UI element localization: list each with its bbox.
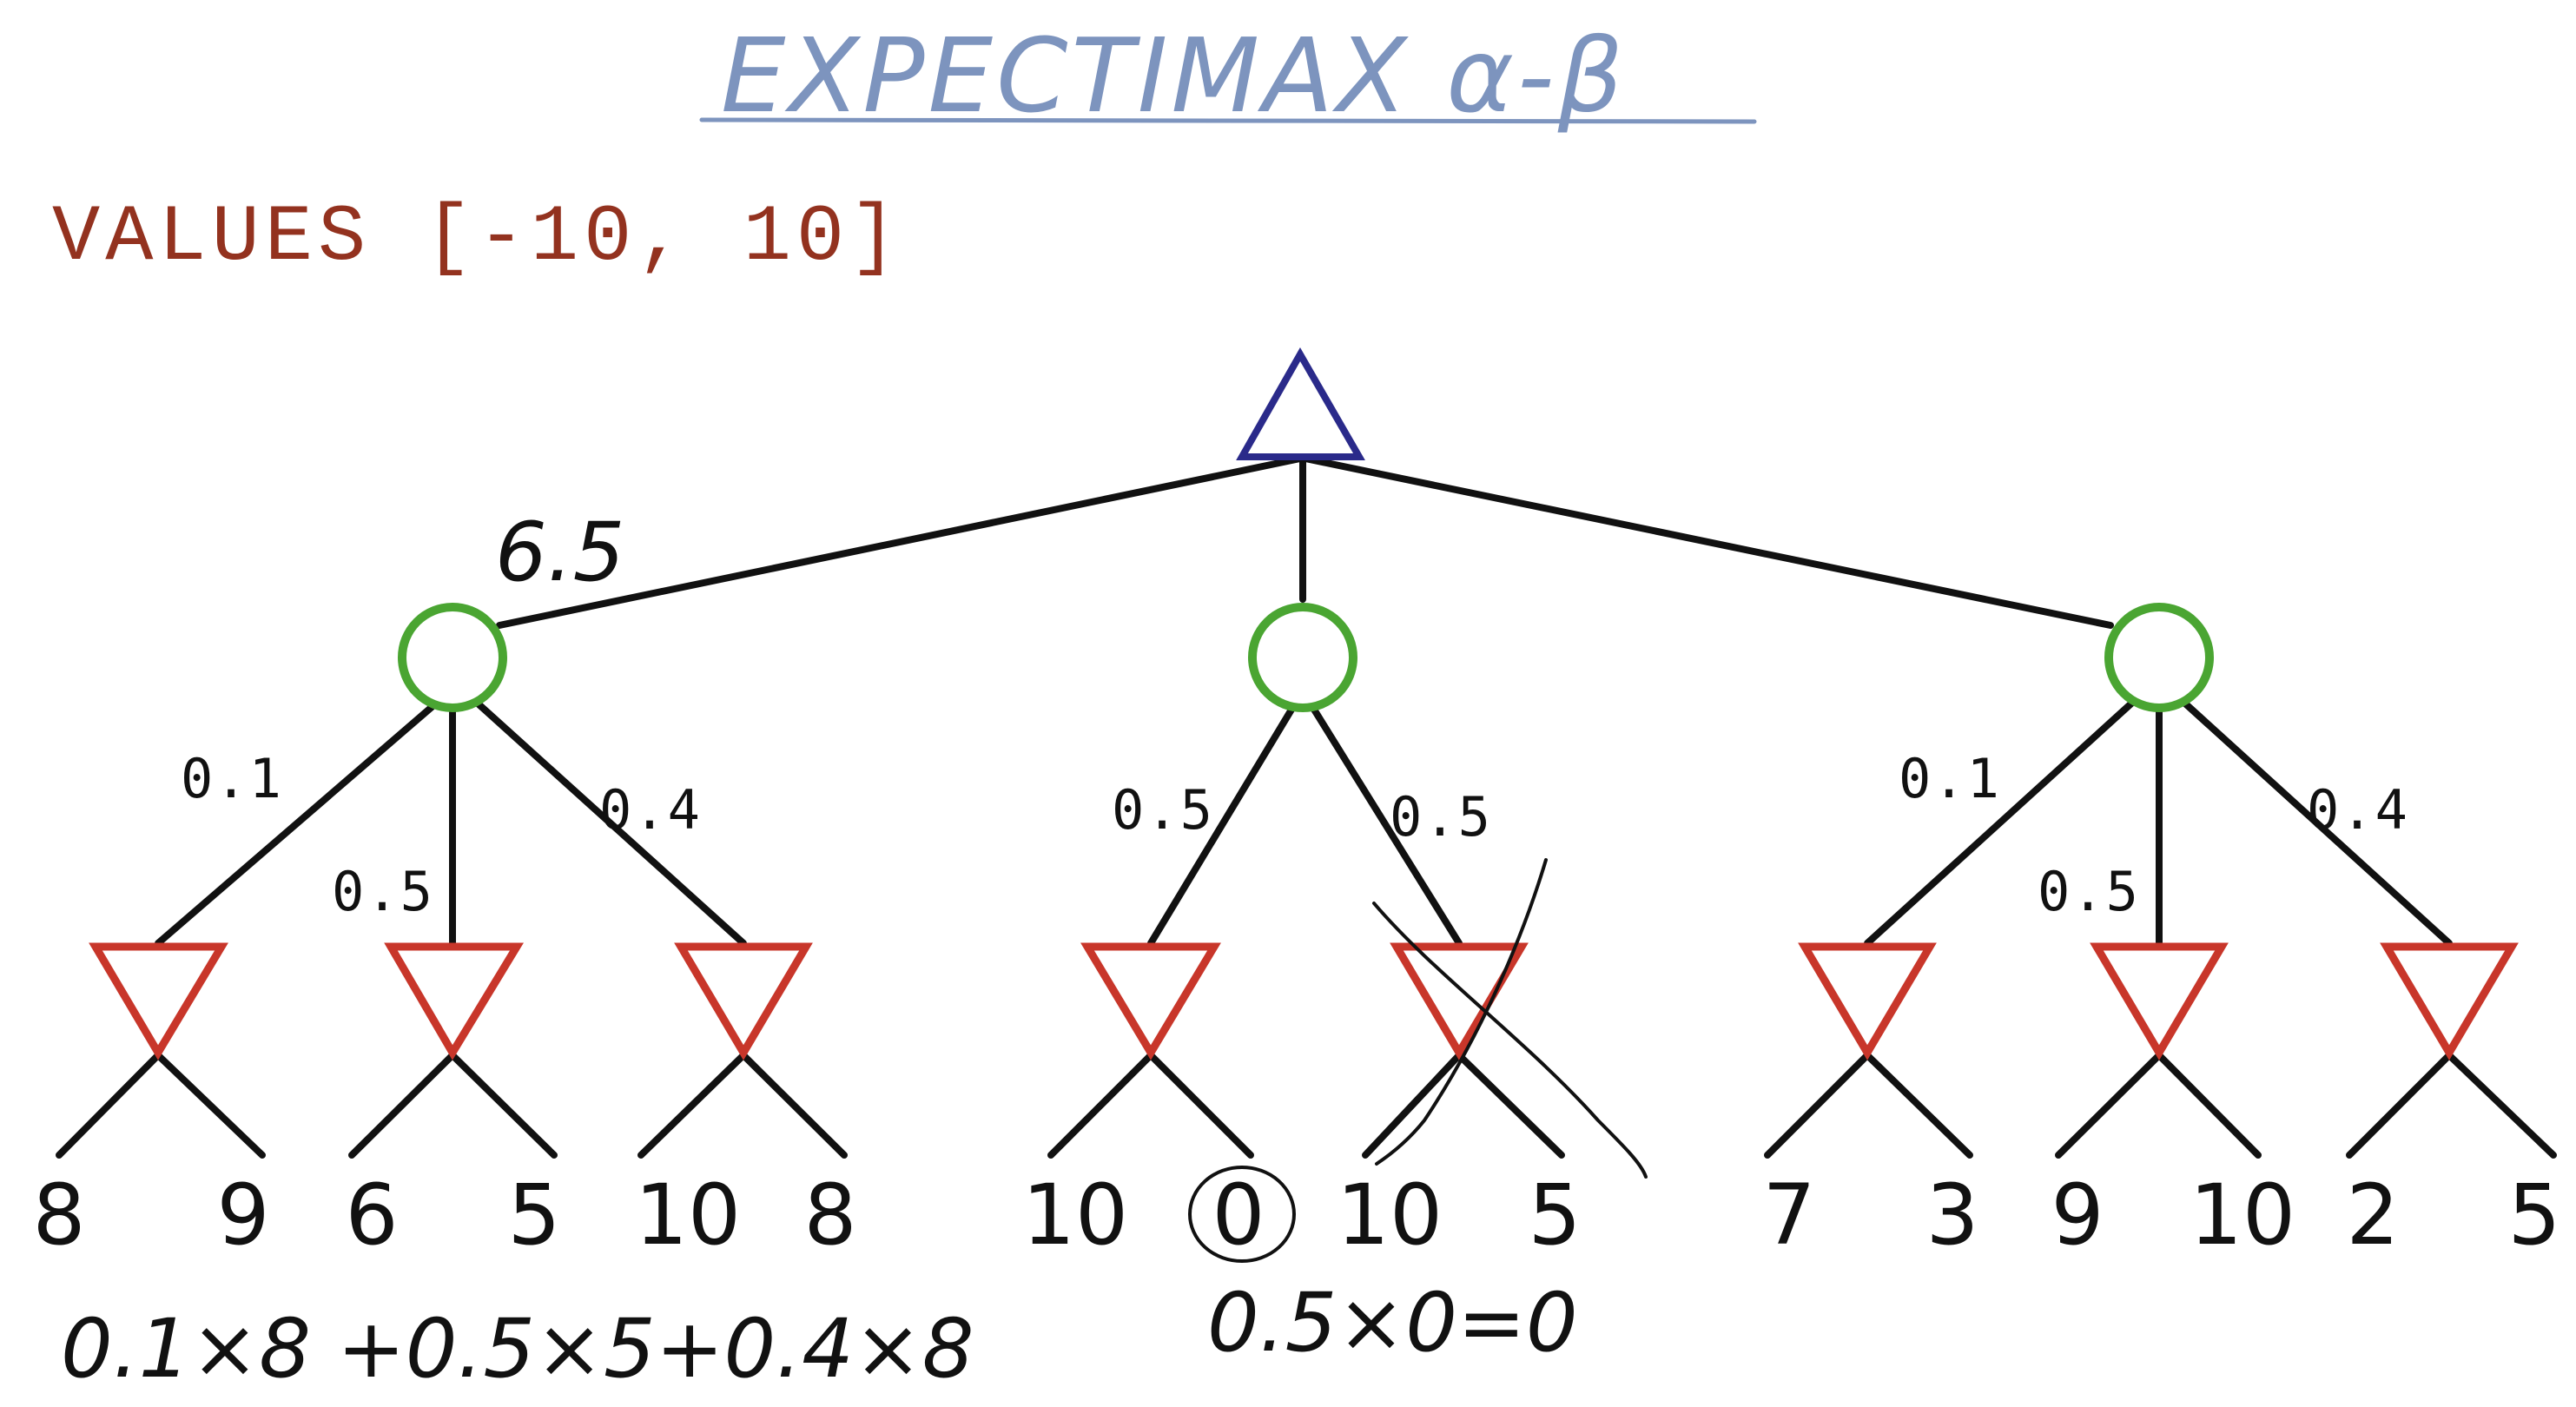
min-node-7 xyxy=(2090,942,2229,1060)
middle-calculation: 0.5×0=0 xyxy=(1207,1276,1578,1371)
edge-min7-leaf1 xyxy=(2055,1052,2163,1159)
chance-node-3 xyxy=(2104,603,2214,712)
edge-root-chance-1 xyxy=(496,455,1304,629)
edge-chance1-min1 xyxy=(155,683,459,947)
edge-min2-leaf2 xyxy=(449,1052,558,1159)
leaf-value-circled: 0 xyxy=(1212,1166,1265,1264)
min-node-6 xyxy=(1798,942,1937,1060)
title-underline xyxy=(699,117,1757,124)
edge-min3-leaf1 xyxy=(637,1052,747,1159)
value-range: VALUES [-10, 10] xyxy=(52,192,902,283)
prob-3-1: 0.1 xyxy=(1899,747,2001,810)
prob-2-2: 0.5 xyxy=(1390,785,1492,849)
circled-leaf-mark xyxy=(1188,1166,1296,1263)
edge-min6-leaf1 xyxy=(1764,1052,1871,1159)
leaf-value: 10 xyxy=(1022,1166,1128,1264)
prune-stroke-1 xyxy=(1372,902,1648,1179)
edge-min2-leaf1 xyxy=(348,1052,456,1159)
edge-min8-leaf1 xyxy=(2346,1052,2453,1159)
edge-chance2-min2 xyxy=(1308,702,1463,947)
leaf-value: 10 xyxy=(635,1166,741,1264)
edge-chance3-min3 xyxy=(2163,683,2453,947)
leaf-value: 7 xyxy=(1762,1166,1815,1264)
edge-min1-leaf1 xyxy=(56,1052,162,1159)
title: EXPECTIMAX α-β xyxy=(721,16,1627,135)
leaf-value: 6 xyxy=(345,1166,398,1264)
edge-chance3-min1 xyxy=(1864,683,2154,947)
leaf-value: 10 xyxy=(1337,1166,1443,1264)
prob-1-1: 0.1 xyxy=(181,747,283,810)
edge-min3-leaf2 xyxy=(740,1052,848,1159)
edge-chance2-min1 xyxy=(1147,702,1298,947)
edge-min7-leaf2 xyxy=(2156,1052,2262,1159)
chance-node-2 xyxy=(1248,603,1357,712)
leaf-value: 5 xyxy=(507,1166,560,1264)
min-node-3 xyxy=(674,942,813,1060)
left-calculation: 0.1×8 +0.5×5+0.4×8 xyxy=(61,1302,974,1397)
leaf-value: 5 xyxy=(2507,1166,2560,1264)
min-node-2 xyxy=(384,942,524,1060)
prob-1-3: 0.4 xyxy=(599,778,702,842)
edge-root-chance-3 xyxy=(1302,455,2114,629)
leaf-value: 8 xyxy=(803,1166,856,1264)
leaf-value: 9 xyxy=(2051,1166,2104,1264)
leaf-value: 9 xyxy=(216,1166,269,1264)
min-node-5 xyxy=(1390,942,1529,1060)
edge-min5-leaf2 xyxy=(1456,1052,1565,1159)
edge-min6-leaf2 xyxy=(1864,1052,1973,1159)
edge-min4-leaf1 xyxy=(1047,1052,1154,1159)
leaf-value: 8 xyxy=(32,1166,85,1264)
prob-3-3: 0.4 xyxy=(2307,778,2409,842)
leaf-value: 10 xyxy=(2190,1166,2295,1264)
prob-1-2: 0.5 xyxy=(332,860,434,923)
root-value: 6.5 xyxy=(495,505,625,600)
edge-min8-leaf2 xyxy=(2446,1052,2557,1159)
prob-2-1: 0.5 xyxy=(1112,778,1214,842)
edge-chance1-min3 xyxy=(455,683,747,947)
root-max-node xyxy=(1236,347,1365,460)
edge-min1-leaf2 xyxy=(155,1052,266,1159)
edge-min4-leaf2 xyxy=(1147,1052,1254,1159)
prob-3-2: 0.5 xyxy=(2038,860,2140,923)
min-node-8 xyxy=(2380,942,2519,1060)
leaf-value: 5 xyxy=(1528,1166,1581,1264)
min-node-1 xyxy=(89,942,228,1060)
leaf-value: 2 xyxy=(2346,1166,2399,1264)
prune-stroke-2 xyxy=(1375,858,1548,1166)
chance-node-1 xyxy=(398,603,507,712)
leaf-value: 3 xyxy=(1925,1166,1978,1264)
min-node-4 xyxy=(1080,942,1221,1060)
edge-min5-leaf1 xyxy=(1362,1052,1463,1159)
